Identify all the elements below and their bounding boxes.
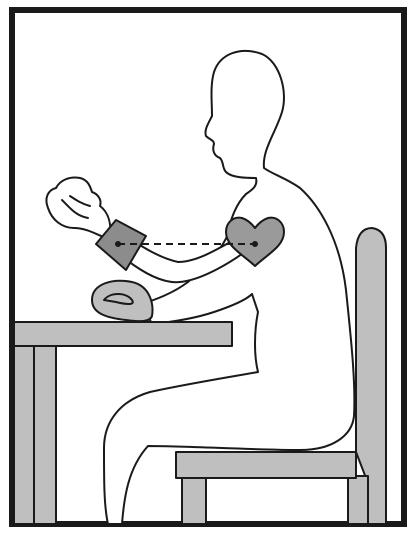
chair-back-leg (348, 476, 368, 524)
table-leg (34, 346, 56, 524)
chair-front-leg (182, 476, 206, 524)
cuff-center-dot (115, 241, 121, 247)
chair-seat (176, 452, 356, 478)
table-side-panel (14, 346, 34, 524)
heart-center-dot (252, 241, 258, 247)
table-top (14, 322, 232, 346)
